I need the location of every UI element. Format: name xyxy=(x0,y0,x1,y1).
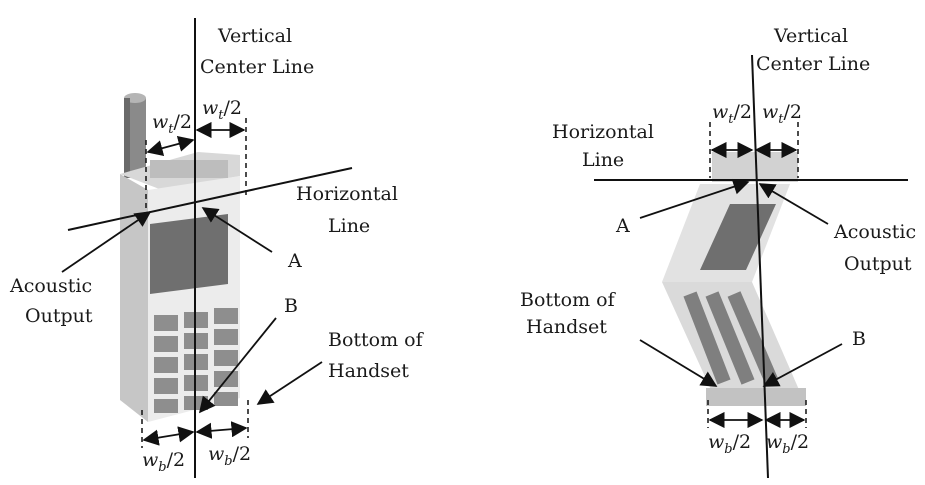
left-point-b-label: B xyxy=(284,295,298,317)
right-dim-bottom-right-label: wb/2 xyxy=(766,431,809,457)
left-dim-bottom-left-arrow xyxy=(142,426,195,446)
right-vertical-center-line xyxy=(751,54,769,479)
left-dim-bottom-left-label: wb/2 xyxy=(142,449,185,475)
right-vertical-label-2: Center Line xyxy=(756,53,870,75)
right-vertical-label-1: Vertical xyxy=(773,25,848,47)
right-bottom-pointer xyxy=(639,339,718,387)
right-upper-screen xyxy=(700,204,776,270)
right-point-b-pointer xyxy=(762,343,843,387)
right-bottom-block xyxy=(706,388,806,406)
left-dim-bottom-right-label: wb/2 xyxy=(208,443,251,469)
left-bottom-label-2: Handset xyxy=(328,360,409,382)
left-dashed-guides xyxy=(141,118,249,448)
left-horizontal-line xyxy=(67,167,353,231)
left-dim-top-right-label: wt/2 xyxy=(202,97,242,123)
left-point-a-pointer xyxy=(201,207,273,253)
right-acoustic-label-2: Output xyxy=(844,253,912,275)
left-horizontal-label-1: Horizontal xyxy=(296,183,398,205)
left-handset xyxy=(120,93,240,422)
left-dim-bottom-right-arrow xyxy=(195,421,248,439)
right-dim-top-right-label: wt/2 xyxy=(762,101,802,127)
right-horizontal-label-2: Line xyxy=(582,149,624,171)
left-speaker xyxy=(150,160,228,178)
right-handset xyxy=(662,152,806,406)
left-vertical-label-1: Vertical xyxy=(217,25,292,47)
right-bottom-label-2: Handset xyxy=(526,316,607,338)
left-screen xyxy=(150,214,228,294)
right-bottom-label-1: Bottom of xyxy=(520,289,617,311)
left-dim-top-left-label: wt/2 xyxy=(152,111,192,137)
right-acoustic-label-1: Acoustic xyxy=(833,221,916,243)
right-dim-bottom-left-label: wb/2 xyxy=(708,431,751,457)
left-handset-side xyxy=(120,174,148,422)
left-horizontal-label-2: Line xyxy=(328,215,370,237)
right-point-b-label: B xyxy=(852,328,866,350)
right-horizontal-label-1: Horizontal xyxy=(552,121,654,143)
right-keypad xyxy=(683,291,779,385)
left-antenna-shade xyxy=(124,98,130,178)
right-acoustic-pointer xyxy=(758,183,829,225)
left-point-a-label: A xyxy=(287,250,302,272)
left-acoustic-label-2: Output xyxy=(25,305,93,327)
right-dim-top-left-label: wt/2 xyxy=(712,101,752,127)
right-point-a-label: A xyxy=(615,215,630,237)
left-acoustic-pointer xyxy=(61,211,152,273)
left-dim-top-left-arrow xyxy=(146,135,195,157)
right-panel: Vertical Center Line wt/2 wt/2 Horizonta… xyxy=(520,25,916,479)
left-panel: Vertical Center Line wt/2 wt/2 Horizonta… xyxy=(9,18,425,478)
left-acoustic-label-1: Acoustic xyxy=(9,275,92,297)
left-bottom-pointer xyxy=(256,361,323,405)
right-point-a-pointer xyxy=(639,178,750,219)
left-point-b-pointer xyxy=(198,317,277,414)
right-dashed-guides xyxy=(707,122,807,428)
left-vertical-label-2: Center Line xyxy=(200,56,314,78)
left-bottom-label-1: Bottom of xyxy=(328,329,425,351)
